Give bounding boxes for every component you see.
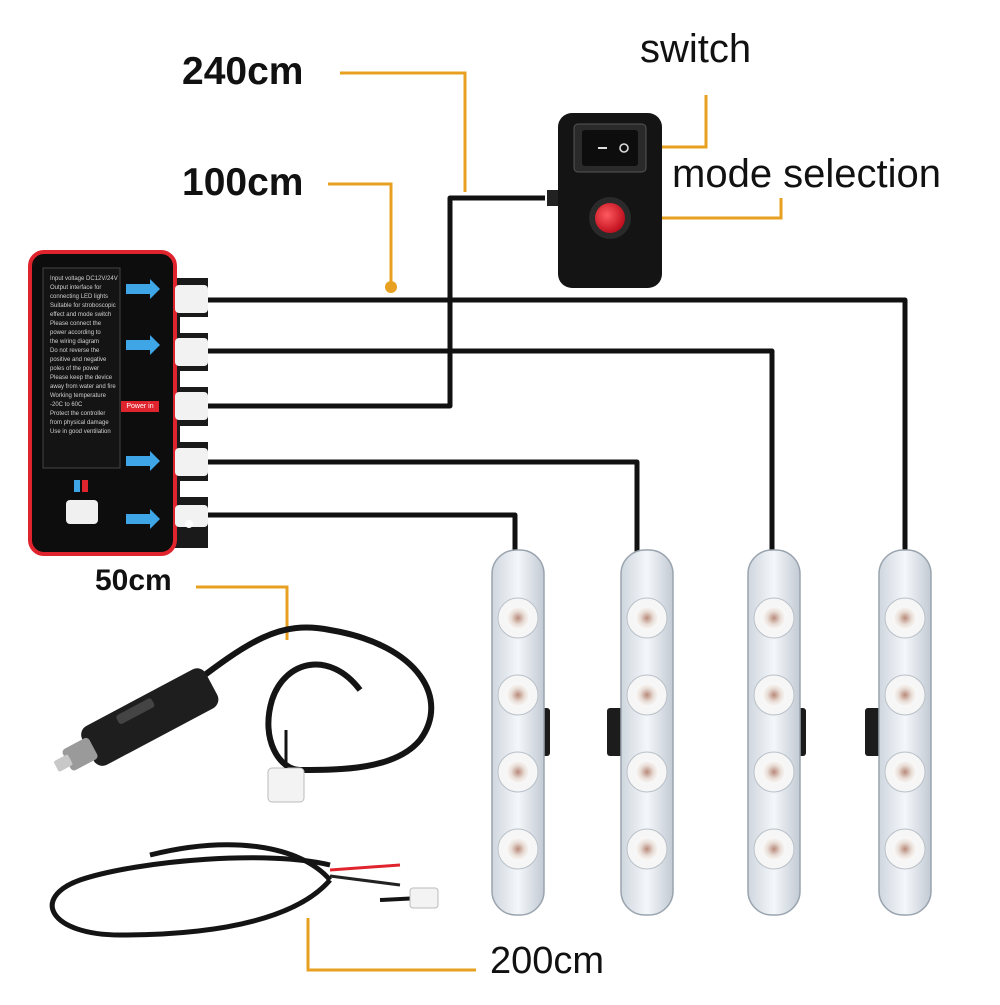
instruction-line: Suitable for stroboscopic (50, 303, 116, 309)
cable-length-100cm-label: 100cm (182, 161, 304, 204)
leader-240cm (340, 71, 467, 192)
cable-to-switch (205, 195, 545, 409)
led-lamp (506, 683, 530, 707)
instruction-line: Input voltage DC12V/24V (50, 276, 118, 282)
controller-instructions: Input voltage DC12V/24V Output interface … (50, 275, 122, 461)
cable-to-bar-1 (205, 512, 518, 552)
instruction-line: Protect the controller (50, 411, 106, 417)
led-lamp (762, 606, 786, 630)
leader-100cm (328, 182, 393, 285)
lighter-plug-cable (54, 624, 435, 803)
cable-to-bar-3 (205, 348, 775, 552)
leader-lines (196, 71, 783, 972)
car-warning-icon (66, 480, 98, 524)
leader-200cm (306, 918, 476, 972)
cable-to-bar-4 (205, 297, 908, 552)
instruction-line: Use in good ventilation (50, 429, 111, 435)
leader-switch (650, 95, 708, 149)
power-in-tag: Power in (121, 401, 159, 412)
cable-length-200cm-label: 200cm (490, 940, 605, 982)
instruction-line: effect and mode switch (50, 312, 112, 318)
instruction-line: away from water and fire (50, 384, 116, 390)
mode-button (595, 203, 625, 233)
controller-box (28, 250, 208, 556)
led-bars (491, 549, 932, 916)
output-cables (205, 195, 908, 552)
instruction-line: the wiring diagram (50, 339, 100, 345)
cable-length-240cm-label: 240cm (182, 50, 304, 93)
instruction-line: Do not reverse the (50, 348, 100, 354)
led-lamp (506, 606, 530, 630)
instruction-line: Working temperature (50, 393, 106, 399)
instruction-line: power according to (50, 330, 101, 336)
leader-50cm (196, 585, 289, 640)
led-lamp (893, 606, 917, 630)
instruction-line: Please keep the device (50, 375, 113, 381)
led-lamp (635, 683, 659, 707)
led-lamp (762, 837, 786, 861)
led-lamp (762, 683, 786, 707)
led-lamp (635, 760, 659, 784)
led-lamp (506, 760, 530, 784)
instruction-line: -20C to 60C (50, 402, 83, 408)
cable-to-bar-2 (205, 459, 640, 552)
leader-mode (650, 198, 783, 220)
led-lamp (893, 760, 917, 784)
power-cable-200cm (49, 842, 421, 938)
instruction-line: Please connect the (50, 321, 102, 327)
led-lamp (506, 837, 530, 861)
instruction-line: connecting LED lights (50, 294, 109, 300)
led-bar-2 (607, 549, 674, 916)
led-lamp (762, 760, 786, 784)
instruction-line: poles of the power (50, 366, 100, 372)
cable-length-50cm-label: 50cm (95, 564, 172, 597)
instruction-line: Output interface for (50, 285, 102, 291)
led-lamp (635, 837, 659, 861)
led-lamp (635, 606, 659, 630)
switch-housing (558, 113, 662, 288)
led-lamp (893, 837, 917, 861)
instruction-line: positive and negative (50, 357, 107, 363)
led-bar-3 (747, 549, 806, 916)
terminal-block (175, 285, 208, 527)
output-arrows (126, 279, 160, 529)
led-bar-4 (865, 549, 932, 916)
leader-dot-100cm (385, 281, 397, 293)
instruction-line: from physical damage (50, 420, 109, 426)
mode-selection-label: mode selection (672, 152, 942, 196)
led-bar-1 (491, 549, 550, 916)
led-lamp (893, 683, 917, 707)
switch-label: switch (640, 27, 752, 71)
